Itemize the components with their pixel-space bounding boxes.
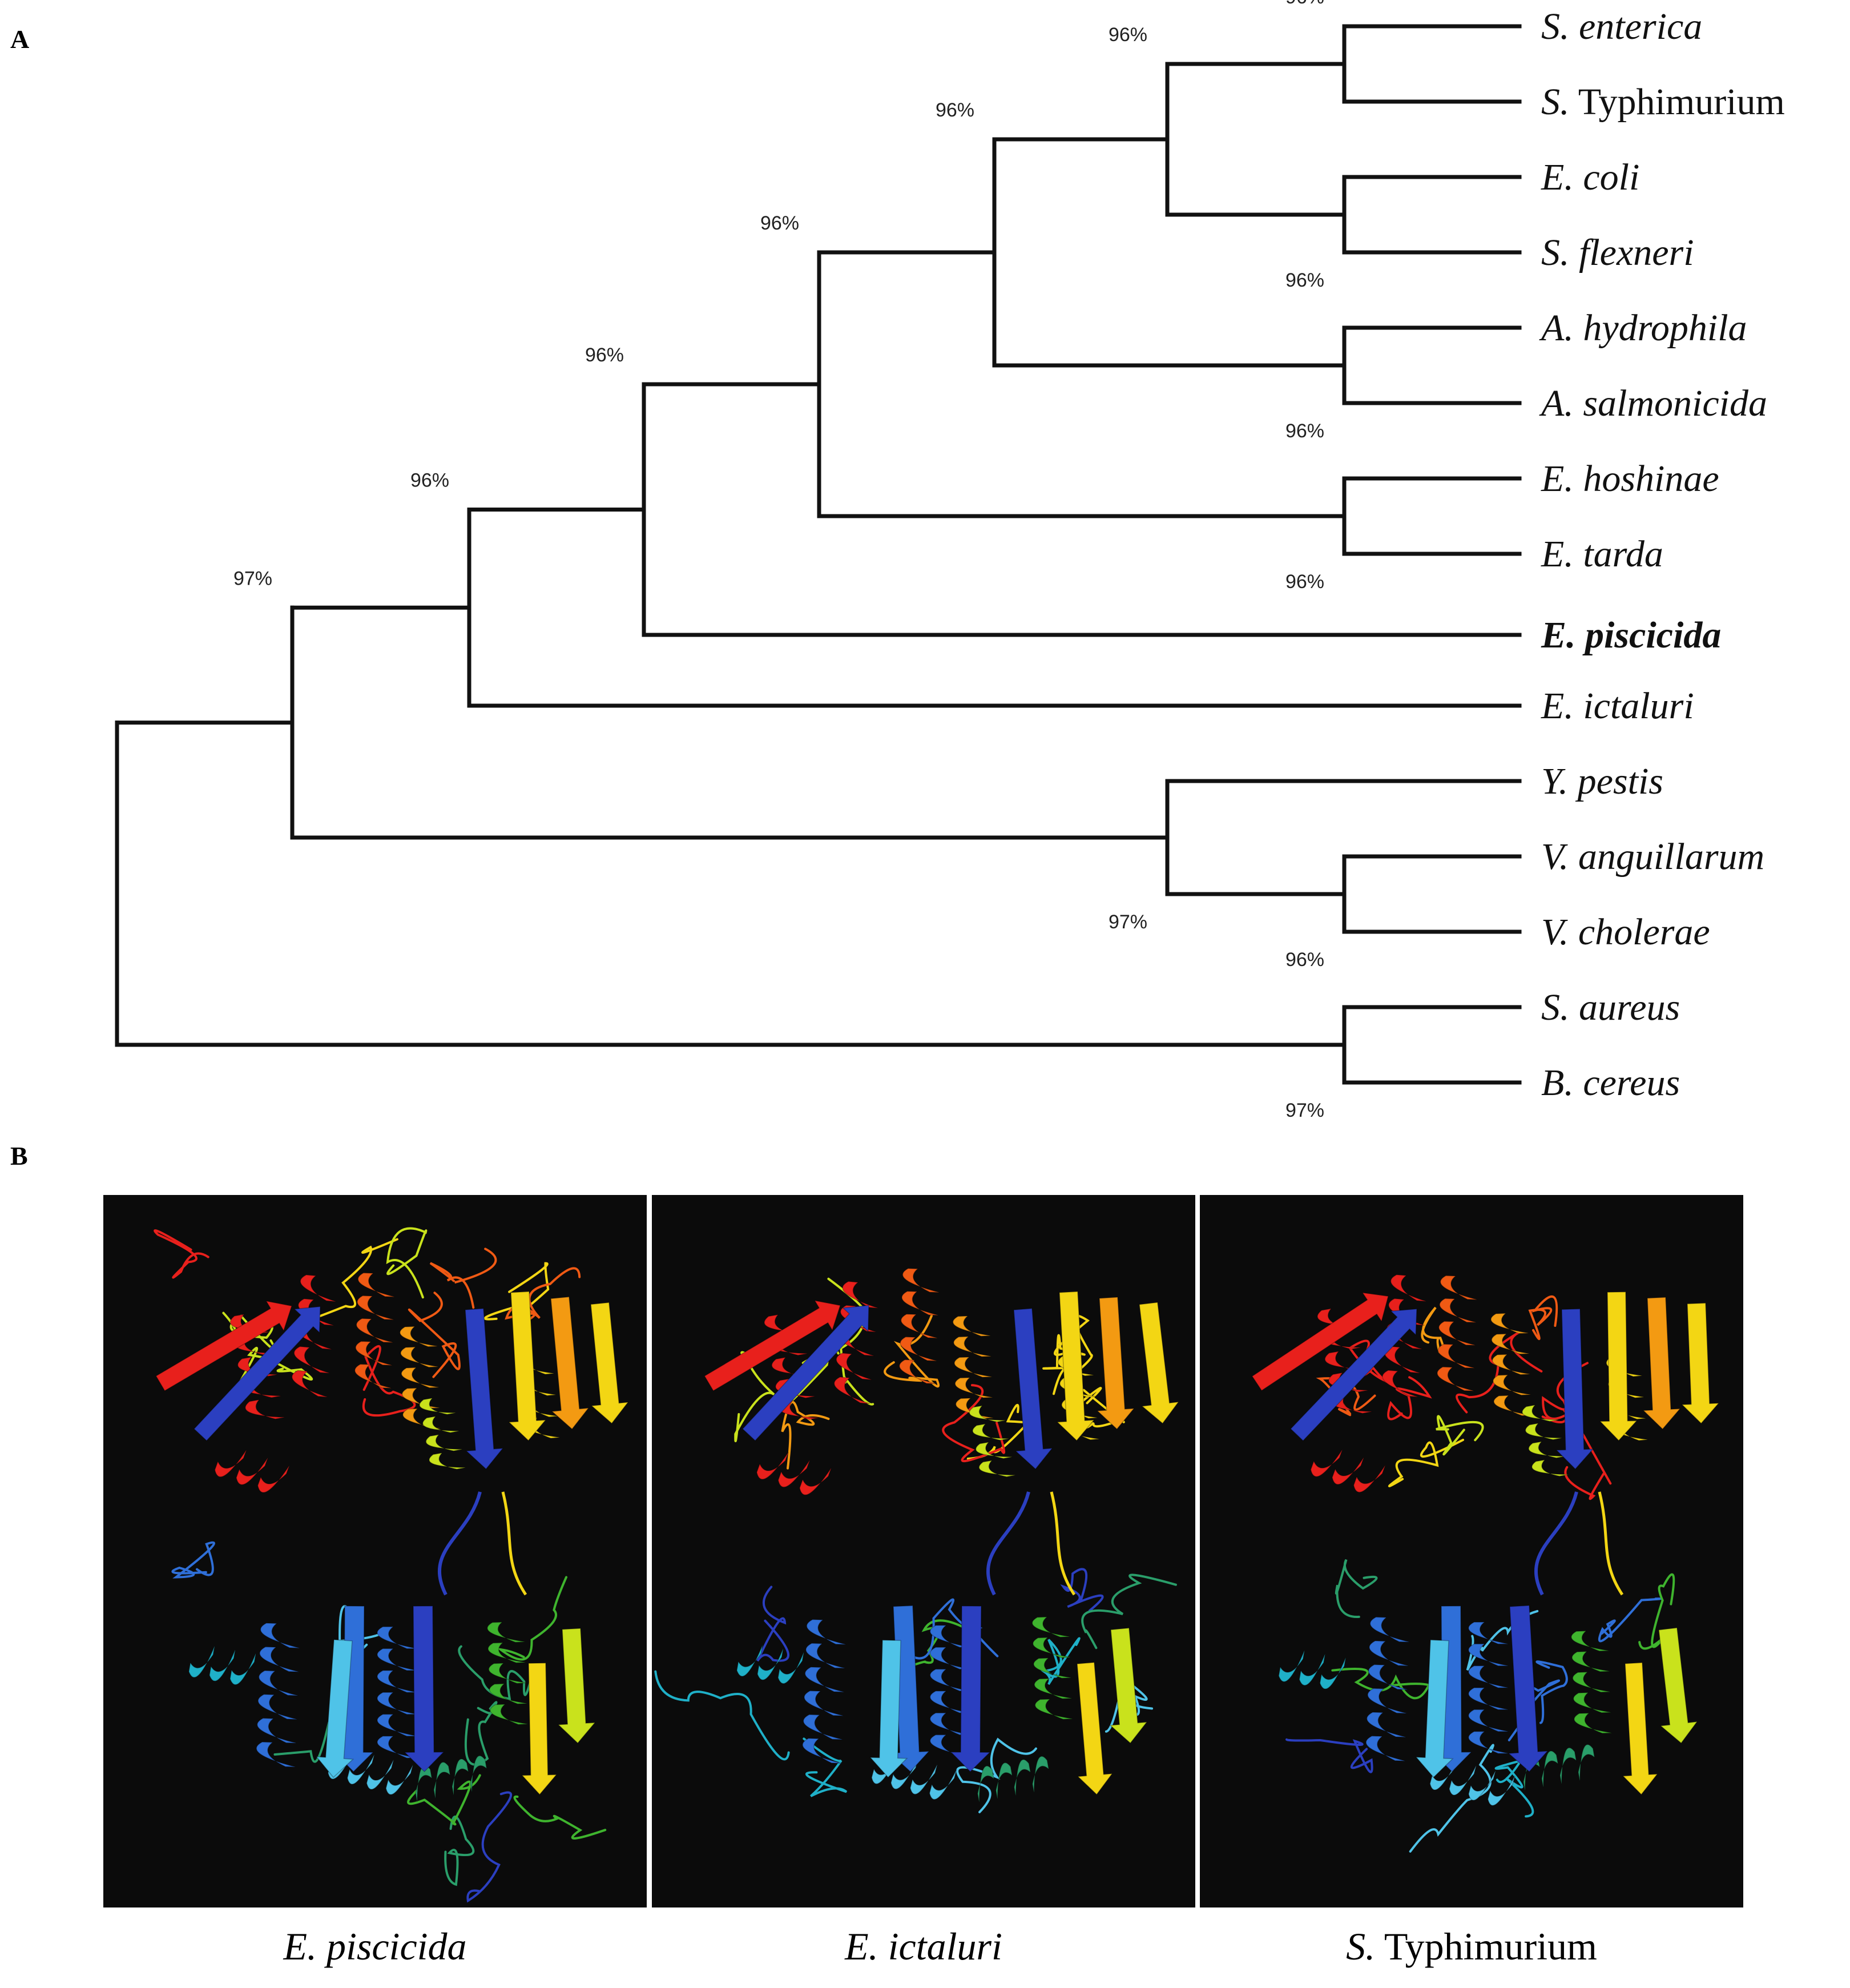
bootstrap-value: 96% xyxy=(1109,24,1147,46)
caption-epithet: piscicida xyxy=(327,1925,467,1968)
structure-caption-1: E. piscicida xyxy=(103,1924,647,1969)
taxon-label: E. coli xyxy=(1541,156,1639,198)
taxon-epithet: pestis xyxy=(1568,760,1663,802)
taxon-epithet: enterica xyxy=(1570,6,1703,47)
taxon-epithet: anguillarum xyxy=(1569,836,1764,878)
bootstrap-value: 96% xyxy=(1285,0,1324,8)
taxon-epithet: salmonicida xyxy=(1574,383,1767,424)
taxon-genus: E. xyxy=(1541,614,1576,656)
phylogenetic-tree: 96%96%96%96%96%96%96%96%96%97%97%96%97% … xyxy=(115,0,1785,1119)
taxon-genus: S. xyxy=(1541,6,1570,47)
structure-panel-e-ictaluri xyxy=(652,1195,1195,1907)
bootstrap-value: 96% xyxy=(760,212,799,234)
taxon-label: S. aureus xyxy=(1541,987,1680,1028)
taxon-label: A. salmonicida xyxy=(1539,383,1767,424)
structure-caption-2: E. ictaluri xyxy=(652,1924,1195,1969)
caption-genus: S. xyxy=(1346,1925,1376,1968)
taxon-genus: Y. xyxy=(1541,760,1568,802)
taxon-genus: E. xyxy=(1541,458,1574,500)
taxon-epithet: flexneri xyxy=(1570,232,1694,273)
taxon-genus: A. xyxy=(1539,383,1574,424)
tree-branches xyxy=(115,24,1522,1085)
bootstrap-value: 96% xyxy=(1285,949,1324,971)
panel-b-label: B xyxy=(10,1141,28,1170)
taxon-genus: E. xyxy=(1541,156,1574,198)
structure-panel-s-typhimurium xyxy=(1200,1195,1743,1907)
taxon-epithet: hydrophila xyxy=(1574,307,1747,349)
taxon-genus: S. xyxy=(1541,987,1570,1028)
taxon-genus: V. xyxy=(1541,836,1569,878)
taxon-epithet: cereus xyxy=(1574,1062,1680,1104)
panel-a-label: A xyxy=(10,25,30,54)
taxon-label: V. anguillarum xyxy=(1541,836,1764,878)
taxon-label: B. cereus xyxy=(1541,1062,1680,1104)
caption-genus: E. xyxy=(283,1925,317,1968)
taxon-label: E. tarda xyxy=(1541,533,1663,575)
bootstrap-value: 96% xyxy=(1285,420,1324,442)
taxon-label: Y. pestis xyxy=(1541,760,1663,802)
taxon-epithet: ictaluri xyxy=(1574,685,1694,727)
taxon-label: E. ictaluri xyxy=(1541,685,1694,727)
caption-genus: E. xyxy=(845,1925,878,1968)
taxon-label: E. hoshinae xyxy=(1541,458,1719,500)
taxon-epithet: aureus xyxy=(1570,987,1680,1028)
caption-epithet: ictaluri xyxy=(888,1925,1002,1968)
taxon-genus: V. xyxy=(1541,911,1569,953)
protein-ribbon-structure xyxy=(1251,1274,1720,1853)
protein-ribbon-structure xyxy=(154,1227,629,1903)
bootstrap-value: 96% xyxy=(410,470,449,492)
taxon-epithet: piscicida xyxy=(1576,614,1722,656)
taxon-genus: S. xyxy=(1541,81,1570,123)
taxon-epithet: Typhimurium xyxy=(1570,81,1785,123)
bootstrap-value: 96% xyxy=(1285,571,1324,593)
caption-epithet: Typhimurium xyxy=(1384,1925,1597,1968)
structure-panel-e-piscicida xyxy=(103,1195,647,1907)
bootstrap-value: 97% xyxy=(1285,1100,1324,1119)
taxon-epithet: cholerae xyxy=(1569,911,1710,953)
taxon-genus: E. xyxy=(1541,533,1574,575)
taxon-label: A. hydrophila xyxy=(1539,307,1747,349)
bootstrap-value: 96% xyxy=(936,99,974,121)
taxon-label: E. piscicida xyxy=(1541,614,1721,656)
taxon-epithet: coli xyxy=(1574,156,1639,198)
taxon-genus: B. xyxy=(1541,1062,1574,1104)
protein-ribbon-structure xyxy=(654,1267,1180,1813)
taxon-label: S. enterica xyxy=(1541,6,1702,47)
taxon-label: S. Typhimurium xyxy=(1541,81,1785,123)
structure-caption-3: S. Typhimurium xyxy=(1200,1924,1743,1969)
taxon-label: V. cholerae xyxy=(1541,911,1710,953)
taxon-genus: S. xyxy=(1541,232,1570,273)
bootstrap-value: 96% xyxy=(1285,269,1324,291)
bootstrap-value: 97% xyxy=(233,568,272,589)
taxon-epithet: hoshinae xyxy=(1574,458,1719,500)
taxon-label: S. flexneri xyxy=(1541,232,1694,273)
bootstrap-value: 96% xyxy=(585,344,624,366)
bootstrap-value: 97% xyxy=(1109,911,1147,933)
taxon-genus: A. xyxy=(1539,307,1574,349)
bootstrap-values: 96% 96% 96% 96% 96% 96% 96% 96% 96% 97% 97% 96% 97% xyxy=(233,0,1324,1119)
taxon-genus: E. xyxy=(1541,685,1574,727)
taxon-epithet: tarda xyxy=(1574,533,1663,575)
